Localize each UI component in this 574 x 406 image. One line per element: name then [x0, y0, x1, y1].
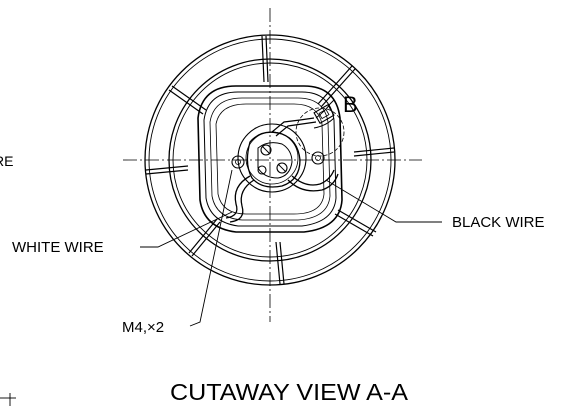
- terminal-screw: [257, 165, 267, 175]
- screws-callout: M4,×2: [122, 169, 233, 336]
- center-lines: [123, 8, 422, 322]
- outer-ring-inner: [148, 38, 392, 282]
- mounting-screw-left-inner: [235, 159, 241, 165]
- mounting-screw-left: [231, 155, 245, 169]
- guard-spoke: [145, 165, 189, 175]
- white-wire-callout: WHITE WIRE: [12, 211, 233, 256]
- outer-rings: [144, 34, 396, 286]
- connector: [295, 104, 345, 157]
- hub-circle: [237, 123, 307, 193]
- mounting-screw-right-inner: [315, 155, 321, 161]
- detail-circle-b: [295, 107, 345, 157]
- middle-ring: [168, 58, 372, 262]
- view-title: CUTAWAY VIEW A-A: [170, 379, 409, 405]
- black-wire-label: BLACK WIRE: [452, 214, 545, 231]
- detail-marker-label: B: [343, 92, 358, 117]
- guard-spokes: [145, 35, 395, 285]
- outer-ring: [144, 34, 396, 286]
- partial-label-left: RE: [0, 153, 13, 169]
- connector-body: [313, 104, 335, 124]
- corner-mark: [0, 393, 16, 406]
- screws-label: M4,×2: [122, 319, 164, 336]
- middle-ring-inner: [172, 62, 368, 258]
- white-wire-label: WHITE WIRE: [12, 239, 104, 256]
- hub-circle-inner: [245, 131, 299, 185]
- black-wire-leader: [325, 179, 442, 223]
- screws-leader: [189, 169, 233, 327]
- mounting-screws: [231, 151, 325, 169]
- guard-spoke: [275, 241, 285, 285]
- guard-spoke: [317, 65, 356, 108]
- terminal-screw: [260, 144, 272, 156]
- terminal-screw: [276, 162, 288, 174]
- guard-spoke: [334, 209, 377, 237]
- guard-spoke: [188, 218, 221, 257]
- terminal-block: [237, 117, 317, 193]
- guard-spoke: [261, 35, 269, 83]
- black-wire-callout: BLACK WIRE: [325, 179, 545, 231]
- mounting-screw-right: [311, 151, 325, 165]
- guard-spoke: [353, 147, 395, 157]
- black-wire-path: [291, 169, 335, 186]
- white-wire-path: [225, 175, 251, 219]
- white-wire-leader: [140, 211, 233, 248]
